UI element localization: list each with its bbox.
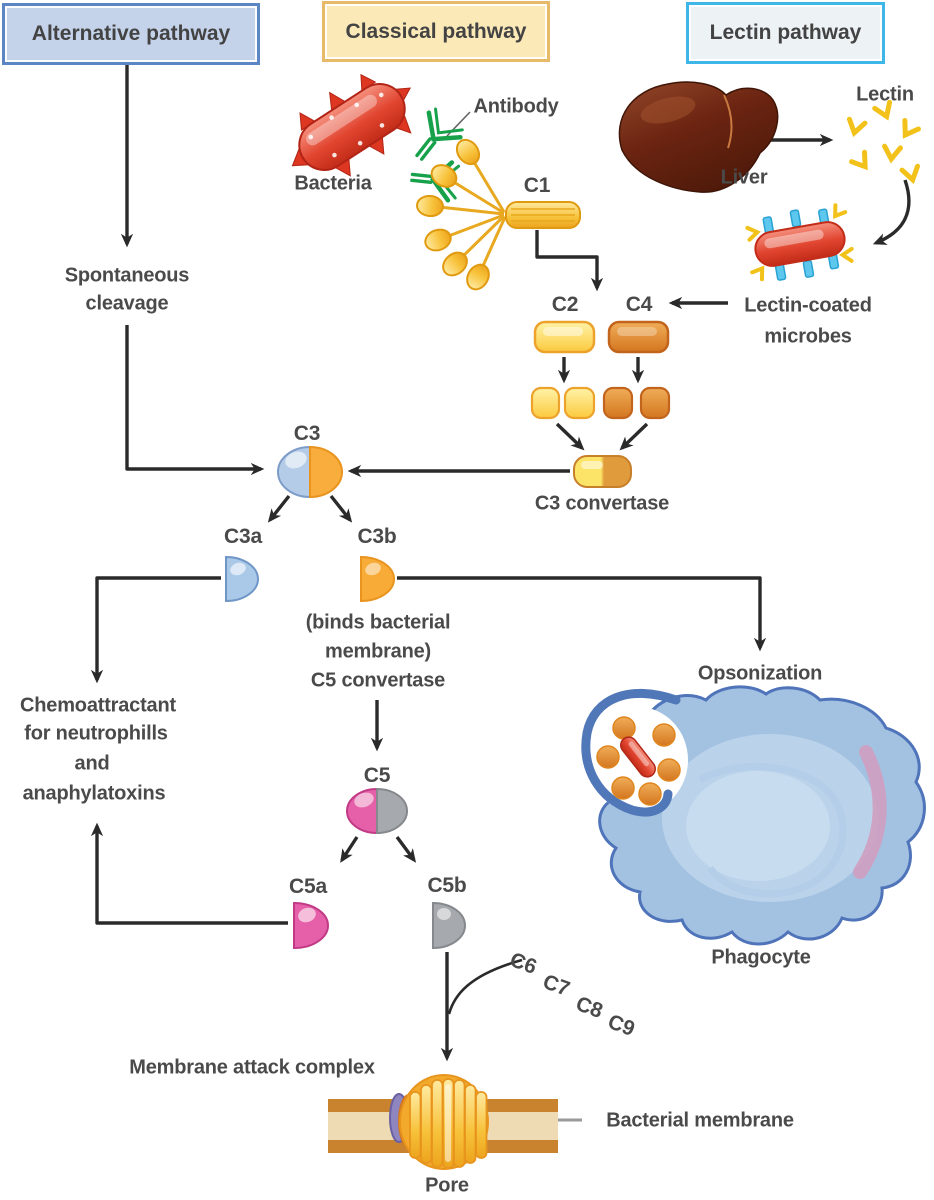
lectin-coated-microbes-label-line1: Lectin-coated [744, 294, 872, 317]
c5-label: C5 [363, 764, 391, 787]
alternative-pathway-label: Alternative pathway [31, 22, 231, 45]
curve-c6-join [447, 958, 523, 1015]
phagocyte-illustration [581, 685, 926, 946]
arrow-c5a-to-chemoattractant [90, 822, 288, 925]
c5a-label: C5a [289, 875, 327, 898]
lectin-pathway-header: Lectin pathway [686, 2, 885, 64]
c5b-label: C5b [427, 874, 467, 897]
arrow-c5-to-c5b [395, 835, 417, 863]
spontaneous-cleavage-label-line2: cleavage [85, 292, 169, 315]
chemoattractant-label-line4: anaphylatoxins [22, 782, 166, 805]
liver-label: Liver [720, 166, 768, 189]
c2-molecule [533, 320, 596, 354]
c3-molecule [277, 445, 343, 499]
membrane-attack-complex-label: Membrane attack complex [129, 1056, 375, 1079]
c3-convertase-molecule [573, 455, 632, 488]
classical-pathway-header: Classical pathway [322, 1, 550, 62]
arrow-c3a-to-chemoattractant [90, 576, 221, 684]
c4-fragments [602, 386, 671, 420]
pore-illustration [389, 1074, 489, 1170]
bacteria-illustration [291, 73, 412, 177]
antibody-label: Antibody [473, 95, 559, 118]
lectin-molecules-illustration [846, 99, 921, 185]
c2-fragments [530, 386, 596, 420]
arrow-c5-to-c5a [340, 836, 359, 863]
opsonization-label: Opsonization [697, 662, 823, 685]
bacteria-label: Bacteria [294, 172, 372, 195]
c3-label: C3 [293, 422, 321, 445]
arrow-c3-to-c3a [267, 494, 291, 523]
c3a-label: C3a [224, 525, 262, 548]
arrow-converge-right [619, 422, 649, 451]
lectin-label: Lectin [856, 83, 914, 106]
c1-label: C1 [523, 174, 551, 197]
spontaneous-cleavage-label-line1: Spontaneous [64, 264, 190, 287]
c3a-molecule [225, 555, 259, 603]
arrow-c3b-to-opsonization [397, 576, 767, 652]
c3b-note-line2: membrane) [324, 640, 432, 663]
pore-label: Pore [425, 1174, 469, 1197]
c5b-molecule [432, 901, 466, 950]
bacterial-membrane-label: Bacterial membrane [606, 1109, 794, 1132]
classical-pathway-label: Classical pathway [345, 19, 527, 43]
antibody-illustration [410, 107, 464, 203]
c3b-note-line1: (binds bacterial [305, 611, 451, 634]
lectin-coated-microbe-illustration [745, 203, 854, 282]
arrow-cleavage-to-c3 [125, 325, 265, 476]
c4-molecule [607, 320, 670, 354]
c4-label: C4 [625, 293, 653, 316]
arrow-c3-to-c3b [329, 494, 353, 523]
c3-convertase-label: C3 convertase [534, 492, 670, 515]
c3b-molecule [360, 555, 395, 603]
lectin-coated-microbes-label-line2: microbes [764, 325, 852, 348]
c5-convertase-label: C5 convertase [310, 669, 446, 692]
arrow-c1-to-c2 [535, 230, 604, 292]
c1-complex-illustration [416, 138, 581, 291]
alternative-pathway-header: Alternative pathway [2, 3, 260, 65]
liver-illustration [618, 81, 779, 193]
arrow-converge-left [555, 422, 585, 451]
chemoattractant-label-line1: Chemoattractant [20, 694, 176, 717]
c5-molecule [346, 787, 408, 835]
arrow-lectin-to-microbe [872, 179, 911, 245]
c2-label: C2 [551, 293, 579, 316]
flow-arrows [90, 64, 911, 1062]
c5a-molecule [293, 901, 329, 950]
chemoattractant-label-line2: for neutrophills [24, 722, 168, 745]
lectin-pathway-label: Lectin pathway [709, 21, 862, 44]
chemoattractant-label-line3: and [74, 752, 110, 775]
phagocyte-label: Phagocyte [711, 946, 811, 969]
c3b-label: C3b [357, 525, 397, 548]
